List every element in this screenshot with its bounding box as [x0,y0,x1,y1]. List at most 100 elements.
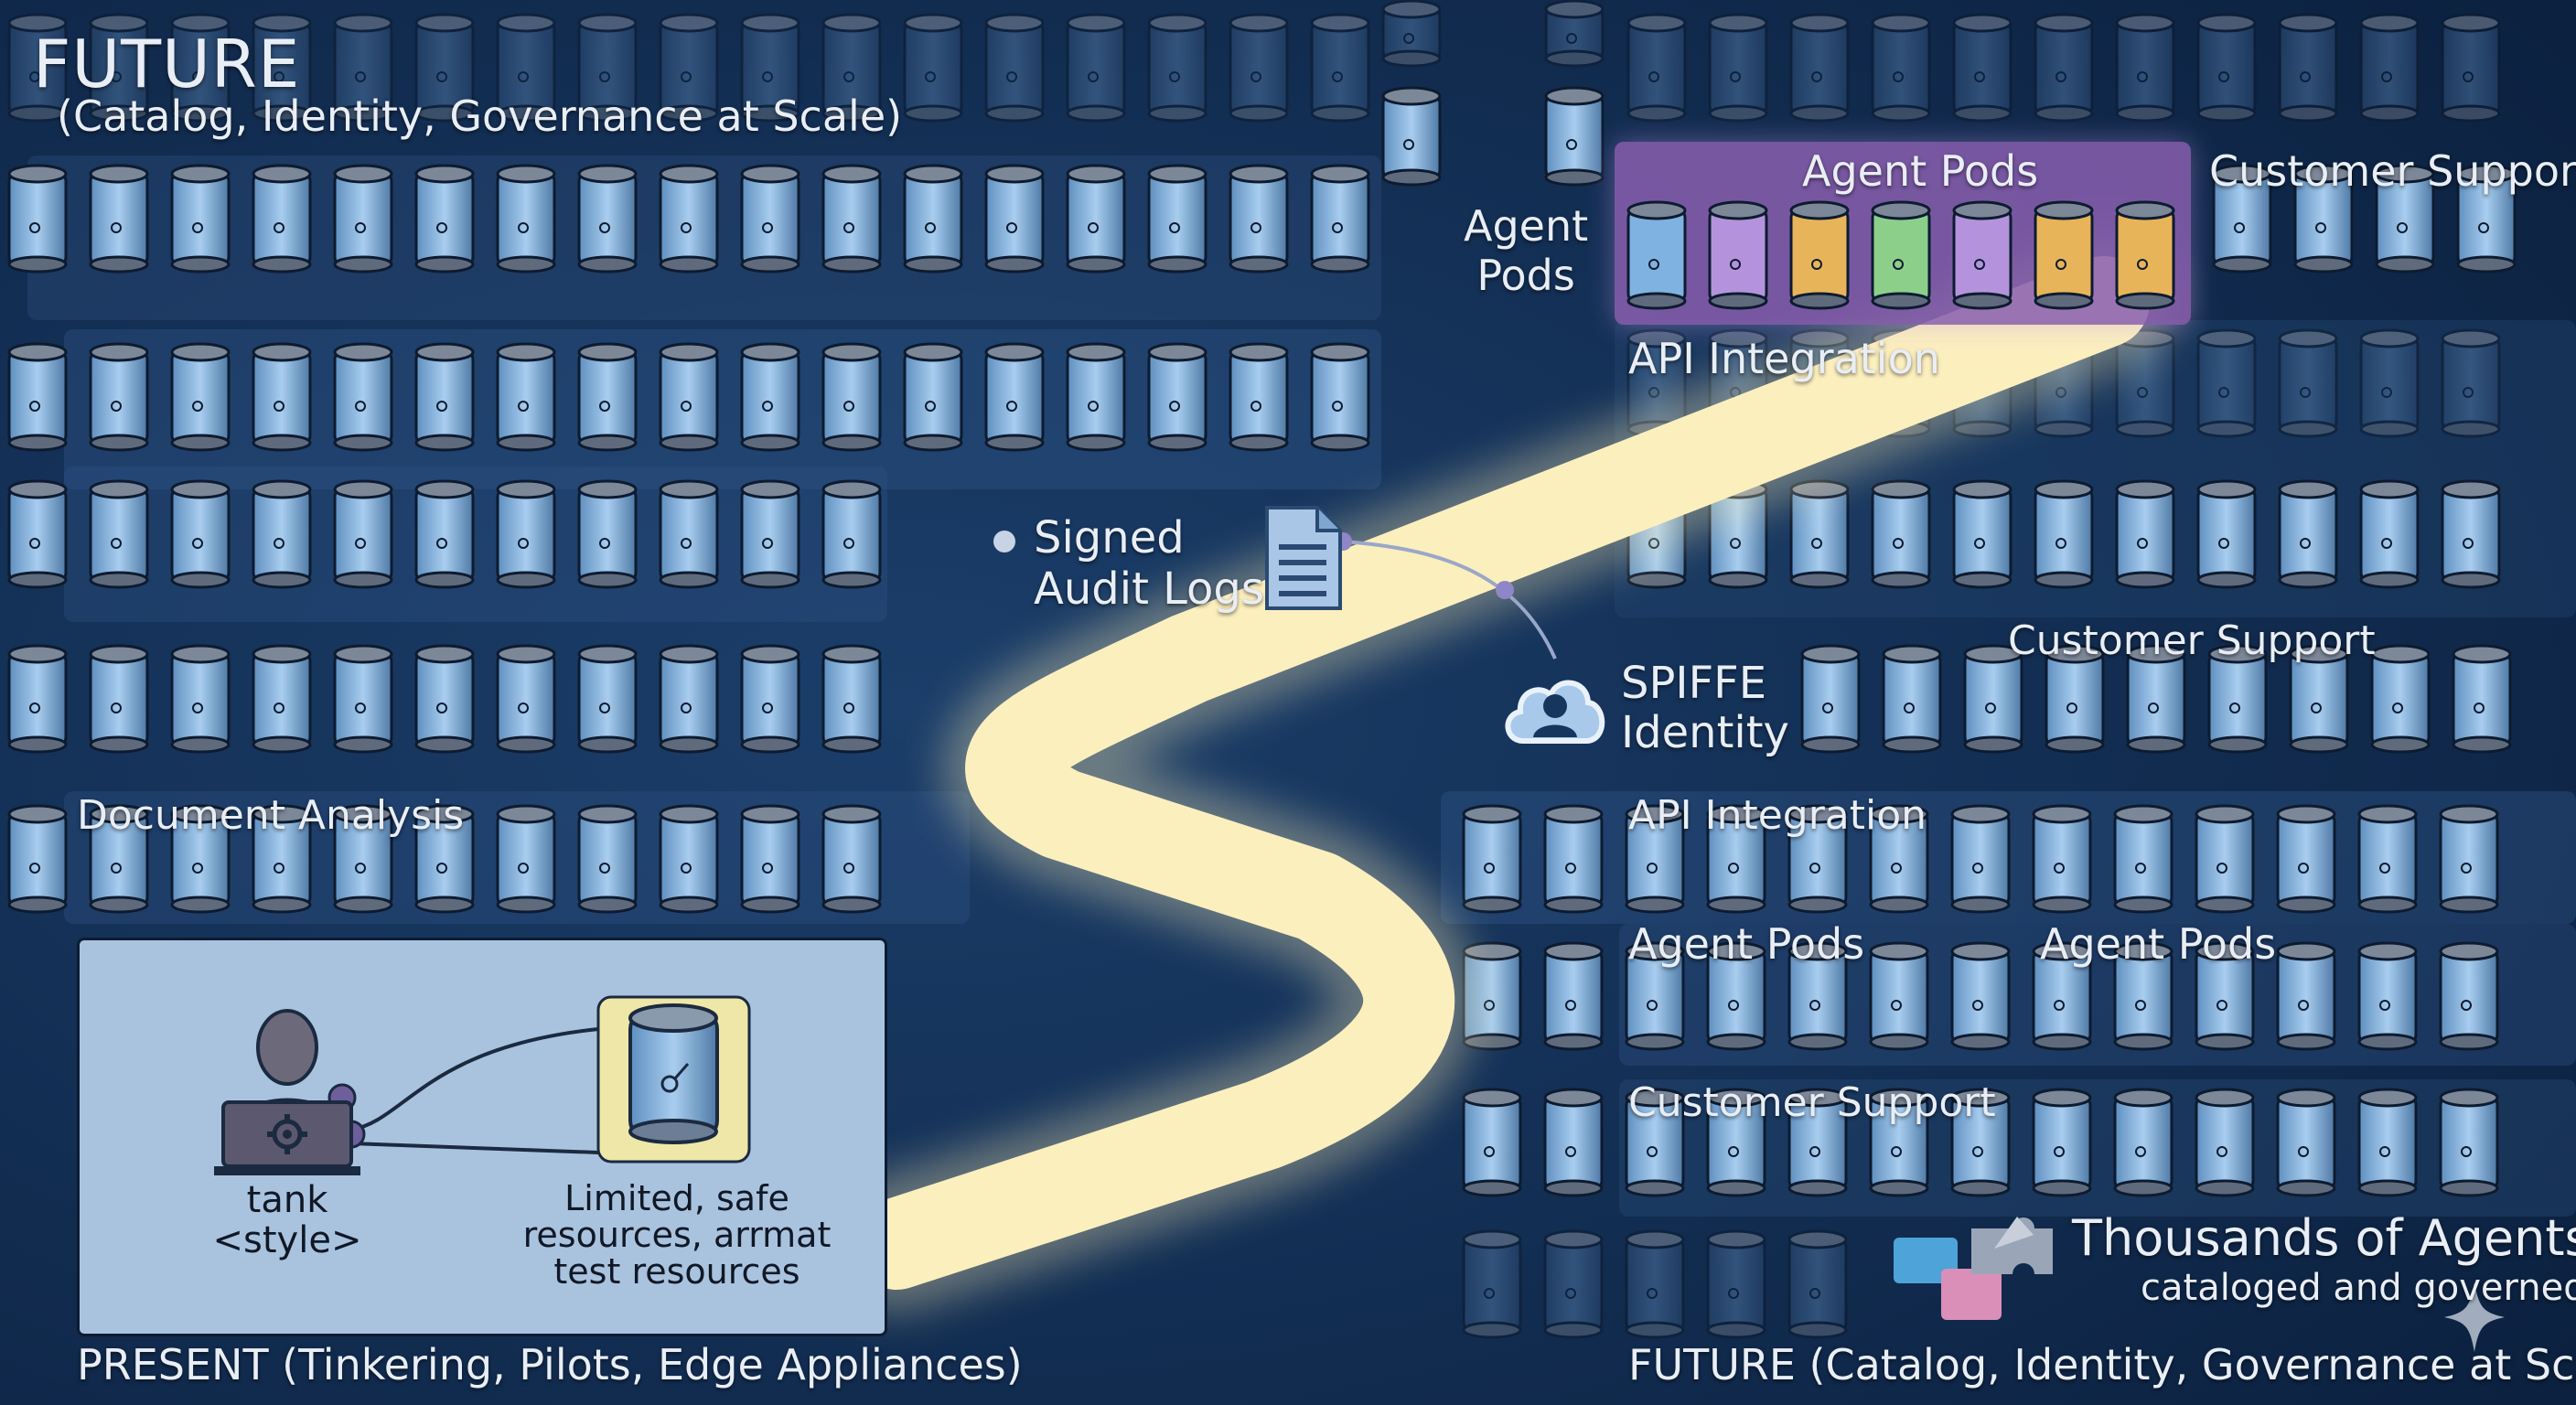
thousands-title: Thousands of Agents [2072,1209,2576,1267]
pod-cylinder-icon [1462,804,1522,914]
pod-cylinder-icon [252,644,312,754]
pod-cylinder-icon [414,479,475,589]
pod-cylinder-icon [2357,804,2418,914]
pod-cylinder-icon [577,13,638,123]
pod-cylinder-icon [577,479,638,589]
pod-cylinder-icon [333,342,393,452]
pod-cylinder-icon [414,644,475,754]
pod-cylinder-icon [659,479,719,589]
pod-cylinder-icon [2293,164,2354,273]
pod-cylinder-icon [984,342,1045,452]
pod-cylinder-icon [1625,1229,1685,1339]
pod-cylinder-icon [740,342,800,452]
pod-cylinder-icon [1706,1088,1766,1197]
pod-cylinder-icon [2195,941,2255,1051]
pod-cylinder-icon [89,164,149,273]
agent-pods-top-label: Agent Pods [1802,146,2039,196]
pod-cylinder-icon [1066,342,1126,452]
pod-cylinder-icon [659,644,719,754]
api-integration-top-label: API Integration [1628,334,1940,383]
pod-cylinder-icon [2278,479,2338,589]
pod-cylinder-icon [821,804,882,914]
pod-cylinder-icon [1381,0,1442,68]
present-panel [77,938,887,1336]
pod-cylinder-icon [496,342,556,452]
pod-cylinder-icon [2212,164,2272,273]
future-footer: FUTURE (Catalog, Identity, Governance at… [1628,1340,2576,1389]
pod-cylinder-icon [170,804,231,914]
pod-cylinder-icon [2276,941,2336,1051]
user-label: tank <style> [212,1179,362,1261]
pod-cylinder-icon [2115,479,2175,589]
pod-cylinder-icon [2375,164,2435,273]
pod-cylinder-icon [903,13,963,123]
pod-cylinder-icon [7,13,68,123]
pod-cylinder-icon [170,479,231,589]
pod-cylinder-icon [1963,644,2023,754]
pod-cylinder-icon [1950,1088,2011,1197]
pod-cylinder-icon [2207,644,2268,754]
pod-cylinder-icon [1789,479,1850,589]
pod-cylinder-icon [2289,644,2349,754]
pod-cylinder-icon [2452,644,2512,754]
pod-cylinder-icon [1706,941,1766,1051]
pod-cylinder-icon [1789,13,1850,123]
gear-icon [267,1114,307,1154]
pod-cylinder-icon [2456,164,2517,273]
thousands-subtitle: cataloged and governed [2141,1267,2576,1309]
pod-cylinder-icon [903,342,963,452]
pod-cylinder-icon [2370,644,2431,754]
pod-cylinder-icon [1147,164,1208,273]
pod-cylinder-icon [1625,1088,1685,1197]
pod-cylinder-icon [496,13,556,123]
pod-cylinder-icon [1543,1229,1604,1339]
pod-cylinder-icon [2034,479,2094,589]
pod-cylinder-icon [414,13,475,123]
pod-cylinder-icon [821,479,882,589]
pod-cylinder-icon [7,164,68,273]
pod-cylinder-icon [984,13,1045,123]
pod-cylinder-icon [1626,13,1687,123]
pod-cylinder-icon [252,13,312,123]
pod-cylinder-icon [2441,328,2501,438]
pod-cylinder-icon [7,644,68,754]
pod-cylinder-icon [1544,0,1605,68]
pod-cylinder-icon [252,342,312,452]
pod-cylinder-icon [252,164,312,273]
present-footer: PRESENT (Tinkering, Pilots, Edge Applian… [77,1340,1023,1389]
pod-cylinder-icon [821,13,882,123]
pod-cylinder-icon [659,13,719,123]
pod-cylinder-icon [1787,941,1848,1051]
pod-cylinder-icon [89,13,149,123]
pod-cylinder-icon [2276,1088,2336,1197]
pod-cylinder-icon [170,164,231,273]
pod-cylinder-icon [170,13,231,123]
pod-cylinder-icon [2359,328,2420,438]
present-illustration [214,995,751,1175]
pod-cylinder-icon [333,479,393,589]
pod-cylinder-icon [2196,328,2257,438]
pod-cylinder-icon [414,164,475,273]
pod-cylinder-icon [252,804,312,914]
pod-cylinder-icon [2357,1088,2418,1197]
pod-cylinder-icon [1787,1229,1848,1339]
pod-cylinder-icon [170,342,231,452]
pod-cylinder-icon [1787,1088,1848,1197]
pod-cylinder-icon [740,644,800,754]
pod-cylinder-icon [1310,342,1370,452]
pod-cylinder-icon [1706,1229,1766,1339]
pod-cylinder-icon [2357,941,2418,1051]
pod-cylinder-icon [2032,1088,2092,1197]
pod-cylinder-icon [2439,804,2499,914]
pod-cylinder-icon [1147,342,1208,452]
pod-cylinder-icon [984,164,1045,273]
puzzle-icon [1894,1217,2053,1320]
pod-cylinder-icon [1869,941,1929,1051]
pod-cylinder-icon [1543,804,1604,914]
document-icon [1265,506,1342,610]
pod-cylinder-icon [2359,13,2420,123]
pod-cylinder-icon [7,479,68,589]
page-title: FUTURE [33,26,301,102]
pod-cylinder-icon [7,342,68,452]
pod-cylinder-icon [496,644,556,754]
